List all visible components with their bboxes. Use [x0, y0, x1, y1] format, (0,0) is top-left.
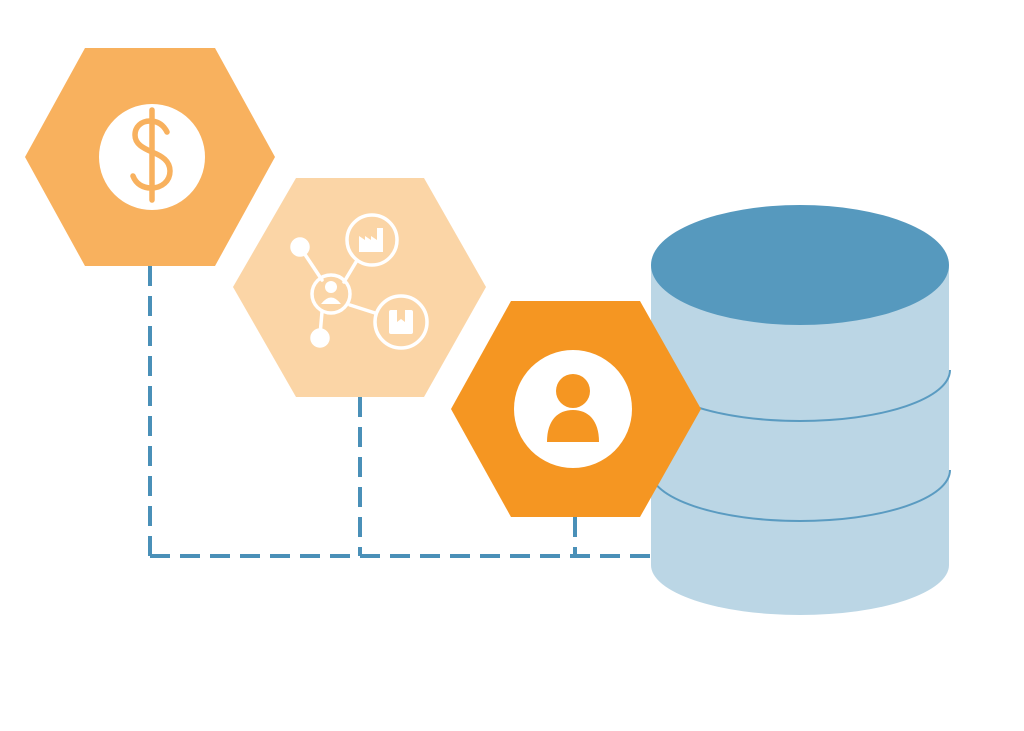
dollar-hexagon — [25, 48, 275, 266]
box-icon — [389, 310, 413, 334]
network-hexagon — [233, 178, 486, 397]
dollar-sign-icon — [130, 107, 173, 203]
database-lid — [651, 205, 949, 325]
connector-lines — [148, 266, 660, 558]
user-icon — [547, 374, 599, 442]
network-icon — [290, 213, 429, 350]
user-badge — [514, 350, 632, 468]
user-hexagon — [451, 301, 701, 517]
person-icon — [321, 281, 341, 304]
database-icon — [649, 205, 951, 615]
factory-icon — [359, 228, 383, 252]
